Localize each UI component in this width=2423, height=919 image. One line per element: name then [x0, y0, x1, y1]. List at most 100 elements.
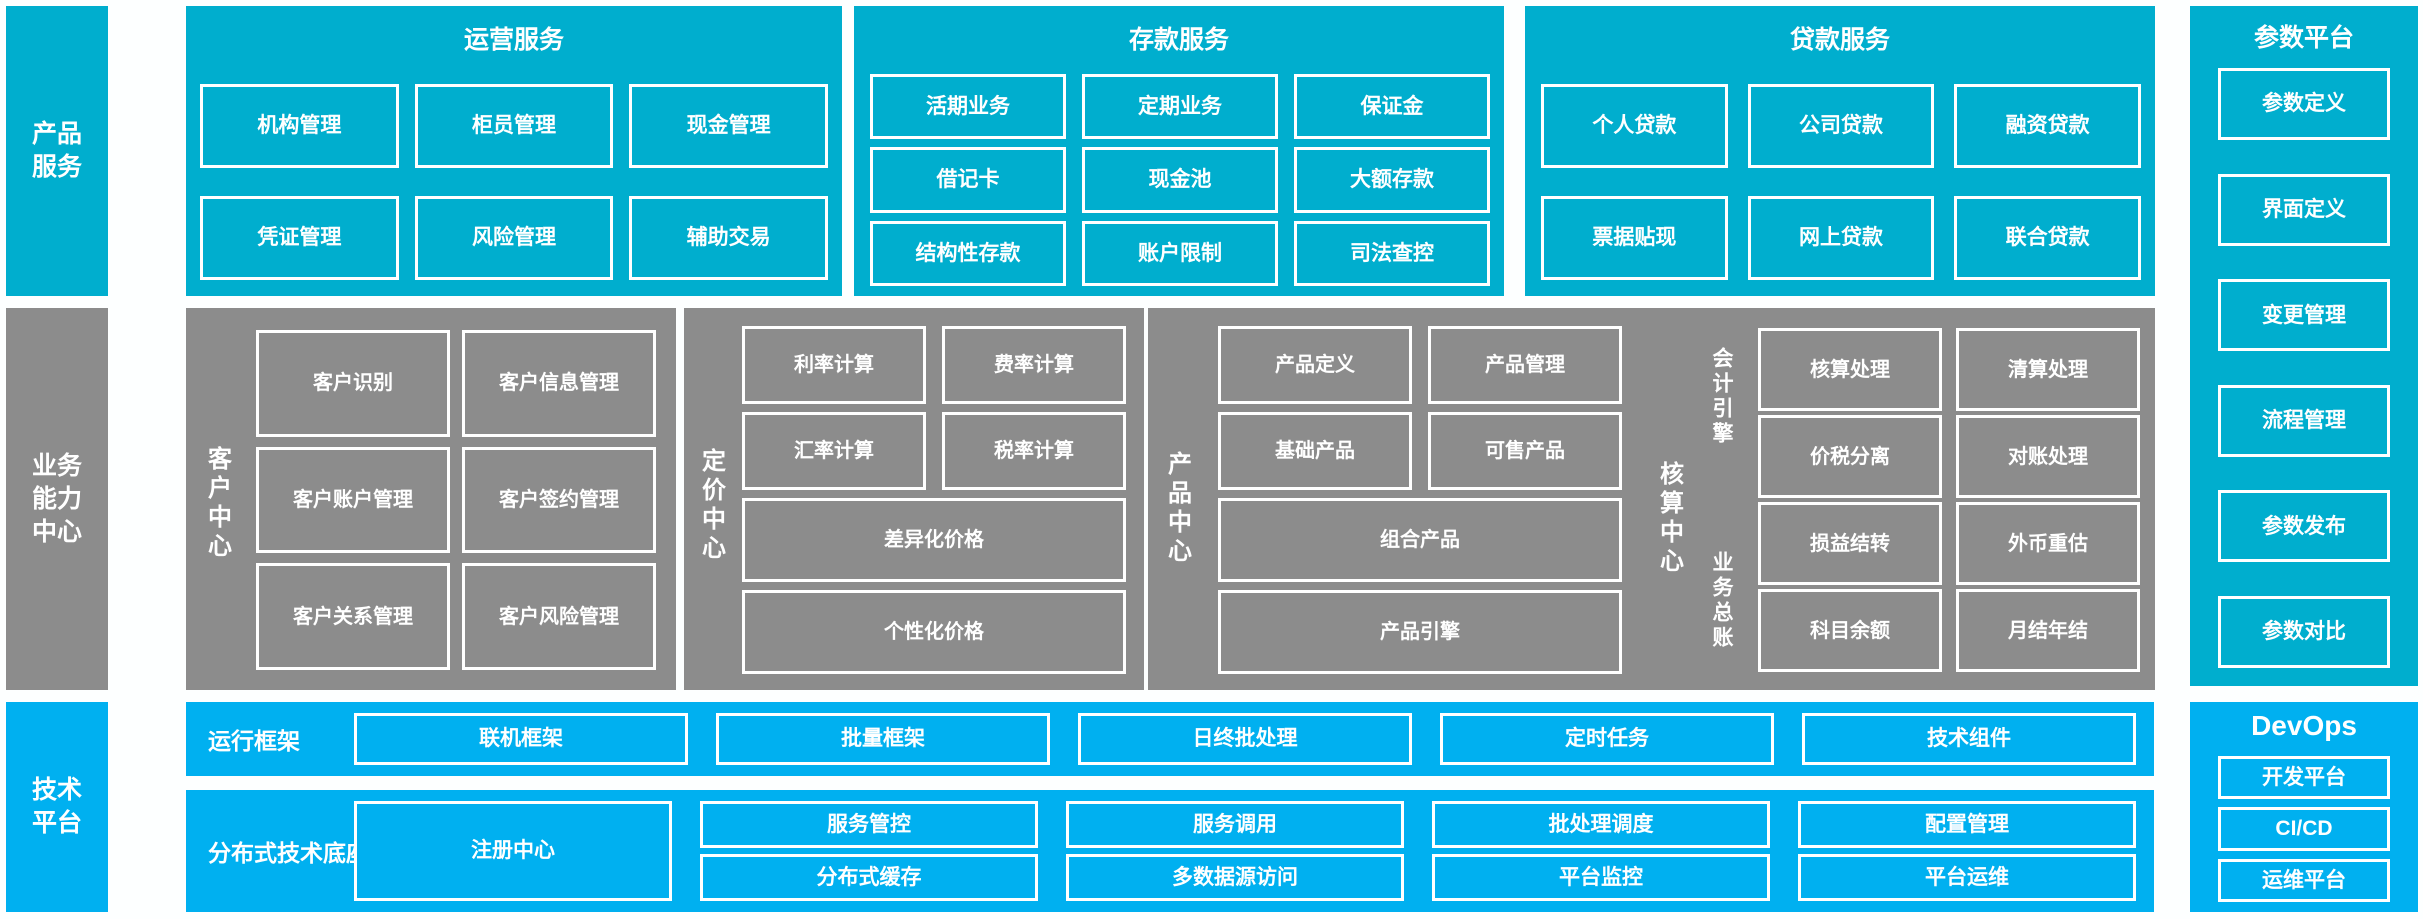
- customer-center-tile-grid: 客户识别 客户信息管理 客户账户管理 客户签约管理 客户关系管理 客户风险管理: [256, 330, 656, 670]
- tile-cash-management[interactable]: 现金管理: [629, 84, 828, 168]
- tile-interest-rate-calculation[interactable]: 利率计算: [742, 326, 926, 404]
- devops-tile-list: 开发平台 CI/CD 运维平台: [2218, 756, 2390, 902]
- tile-bill-discount[interactable]: 票据贴现: [1541, 196, 1728, 280]
- tile-configuration-management[interactable]: 配置管理: [1798, 801, 2136, 848]
- tile-clearing-processing[interactable]: 清算处理: [1956, 328, 2140, 411]
- tile-financing-loan[interactable]: 融资贷款: [1954, 84, 2141, 168]
- tile-reconciliation-processing[interactable]: 对账处理: [1956, 415, 2140, 498]
- tile-change-management[interactable]: 变更管理: [2218, 279, 2390, 352]
- tile-foreign-currency-revaluation[interactable]: 外币重估: [1956, 502, 2140, 585]
- product-center-row-2: 基础产品 可售产品: [1218, 412, 1622, 490]
- tile-registry-center[interactable]: 注册中心: [354, 801, 672, 901]
- tile-technical-component[interactable]: 技术组件: [1802, 713, 2136, 765]
- loan-services-tile-grid: 个人贷款 公司贷款 融资贷款 票据贴现 网上贷款 联合贷款: [1541, 84, 2141, 280]
- tile-exchange-rate-calculation[interactable]: 汇率计算: [742, 412, 926, 490]
- tile-risk-management[interactable]: 风险管理: [414, 196, 614, 280]
- tile-profit-loss-carryover[interactable]: 损益结转: [1758, 502, 1942, 585]
- accounting-center-tile-grid: 核算处理 清算处理 价税分离 对账处理 损益结转 外币重估 科目余额 月结年结: [1758, 328, 2140, 672]
- layer-label-technology-platform: 技术 平台: [6, 702, 108, 912]
- tile-base-product[interactable]: 基础产品: [1218, 412, 1412, 490]
- tile-online-loan[interactable]: 网上贷款: [1747, 196, 1935, 280]
- pricing-center-row-2: 汇率计算 税率计算: [742, 412, 1126, 490]
- tile-account-restriction[interactable]: 账户限制: [1082, 220, 1278, 286]
- tile-personalized-pricing[interactable]: 个性化价格: [742, 590, 1126, 674]
- tile-teller-management[interactable]: 柜员管理: [414, 84, 614, 168]
- tile-margin-deposit[interactable]: 保证金: [1294, 74, 1490, 140]
- tile-price-tax-separation[interactable]: 价税分离: [1758, 415, 1942, 498]
- tile-development-platform[interactable]: 开发平台: [2218, 756, 2390, 800]
- tile-demand-deposit[interactable]: 活期业务: [870, 74, 1066, 140]
- tile-composite-product[interactable]: 组合产品: [1218, 498, 1622, 582]
- group-title-devops: DevOps: [2251, 710, 2357, 741]
- tile-operations-platform[interactable]: 运维平台: [2218, 858, 2390, 902]
- tile-tax-rate-calculation[interactable]: 税率计算: [942, 412, 1126, 490]
- tile-service-invocation[interactable]: 服务调用: [1066, 801, 1404, 848]
- tile-scheduled-task[interactable]: 定时任务: [1440, 713, 1774, 765]
- tile-account-balance[interactable]: 科目余额: [1758, 589, 1942, 672]
- tile-sellable-product[interactable]: 可售产品: [1428, 412, 1622, 490]
- tile-multi-datasource-access[interactable]: 多数据源访问: [1066, 854, 1404, 901]
- tile-month-year-end-closing[interactable]: 月结年结: [1956, 589, 2140, 672]
- tile-distributed-cache[interactable]: 分布式缓存: [700, 854, 1038, 901]
- tile-platform-monitoring[interactable]: 平台监控: [1432, 854, 1770, 901]
- tile-parameter-release[interactable]: 参数发布: [2218, 490, 2390, 563]
- group-loan-services: 贷款服务 个人贷款 公司贷款 融资贷款 票据贴现 网上贷款 联合贷款: [1525, 6, 2155, 296]
- tile-product-management[interactable]: 产品管理: [1428, 326, 1622, 404]
- label-distributed-base: 分布式技术底座: [208, 840, 369, 866]
- label-runtime-framework: 运行框架: [208, 728, 300, 754]
- group-title-operations-services: 运营服务: [463, 26, 564, 54]
- tile-customer-relationship-management[interactable]: 客户关系管理: [256, 563, 450, 670]
- tile-corporate-loan[interactable]: 公司贷款: [1747, 84, 1935, 168]
- tile-debit-card[interactable]: 借记卡: [870, 147, 1066, 213]
- group-operations-services: 运营服务 机构管理 柜员管理 现金管理 凭证管理 风险管理 辅助交易: [186, 6, 842, 296]
- tile-service-governance[interactable]: 服务管控: [700, 801, 1038, 848]
- tile-large-deposit[interactable]: 大额存款: [1294, 147, 1490, 213]
- tile-auxiliary-transaction[interactable]: 辅助交易: [629, 196, 828, 280]
- tile-cash-pool[interactable]: 现金池: [1082, 147, 1278, 213]
- pricing-center-row-1: 利率计算 费率计算: [742, 326, 1126, 404]
- distributed-base-column-1: 服务管控 分布式缓存: [700, 801, 1038, 901]
- layer-label-product-services: 产品 服务: [6, 6, 108, 296]
- tile-customer-contract-management[interactable]: 客户签约管理: [462, 446, 656, 554]
- tile-ui-definition[interactable]: 界面定义: [2218, 173, 2390, 246]
- tile-process-management[interactable]: 流程管理: [2218, 384, 2390, 457]
- group-deposit-services: 存款服务 活期业务 定期业务 保证金 借记卡 现金池 大额存款 结构性存款 账户…: [854, 6, 1504, 296]
- group-title-loan-services: 贷款服务: [1789, 26, 1890, 54]
- tile-customer-account-management[interactable]: 客户账户管理: [256, 446, 450, 554]
- tile-ci-cd[interactable]: CI/CD: [2218, 807, 2390, 851]
- tile-org-management[interactable]: 机构管理: [200, 84, 399, 168]
- product-center-row-1: 产品定义 产品管理: [1218, 326, 1622, 404]
- pricing-center-tile-area: 利率计算 费率计算 汇率计算 税率计算 差异化价格 个性化价格: [742, 326, 1126, 674]
- tile-fee-rate-calculation[interactable]: 费率计算: [942, 326, 1126, 404]
- group-title-deposit-services: 存款服务: [1128, 26, 1229, 54]
- group-pricing-center: 定价中心 利率计算 费率计算 汇率计算 税率计算 差异化价格 个性化价格: [684, 308, 1144, 690]
- tile-batch-framework[interactable]: 批量框架: [716, 713, 1050, 765]
- tile-judicial-freeze[interactable]: 司法查控: [1294, 220, 1490, 286]
- tile-product-engine[interactable]: 产品引擎: [1218, 590, 1622, 674]
- tile-parameter-compare[interactable]: 参数对比: [2218, 595, 2390, 668]
- distributed-base-column-4: 配置管理 平台运维: [1798, 801, 2136, 901]
- tile-customer-info-management[interactable]: 客户信息管理: [462, 330, 656, 437]
- tile-platform-operations[interactable]: 平台运维: [1798, 854, 2136, 901]
- tile-structured-deposit[interactable]: 结构性存款: [870, 220, 1066, 286]
- runtime-framework-tile-row: 联机框架 批量框架 日终批处理 定时任务 技术组件: [354, 713, 2136, 765]
- tile-end-of-day-batch[interactable]: 日终批处理: [1078, 713, 1412, 765]
- tile-time-deposit[interactable]: 定期业务: [1082, 74, 1278, 140]
- tile-personal-loan[interactable]: 个人贷款: [1541, 84, 1728, 168]
- group-runtime-framework: 运行框架 联机框架 批量框架 日终批处理 定时任务 技术组件: [186, 702, 2154, 776]
- tile-online-framework[interactable]: 联机框架: [354, 713, 688, 765]
- tile-parameter-definition[interactable]: 参数定义: [2218, 68, 2390, 140]
- group-title-parameter-platform: 参数平台: [2253, 24, 2354, 52]
- tile-accounting-processing[interactable]: 核算处理: [1758, 328, 1942, 411]
- tile-customer-risk-management[interactable]: 客户风险管理: [462, 563, 656, 670]
- distributed-base-column-2: 服务调用 多数据源访问: [1066, 801, 1404, 901]
- tile-differentiated-pricing[interactable]: 差异化价格: [742, 498, 1126, 582]
- tile-voucher-management[interactable]: 凭证管理: [200, 196, 399, 280]
- tile-customer-identification[interactable]: 客户识别: [256, 330, 450, 437]
- tile-product-definition[interactable]: 产品定义: [1218, 326, 1412, 404]
- tile-joint-loan[interactable]: 联合贷款: [1954, 196, 2141, 280]
- distributed-base-columns: 服务管控 分布式缓存 服务调用 多数据源访问 批处理调度 平台监控 配置管理 平…: [700, 801, 2136, 901]
- tile-batch-scheduling[interactable]: 批处理调度: [1432, 801, 1770, 848]
- group-product-center: 产品中心 产品定义 产品管理 基础产品 可售产品 组合产品 产品引擎: [1148, 308, 1640, 690]
